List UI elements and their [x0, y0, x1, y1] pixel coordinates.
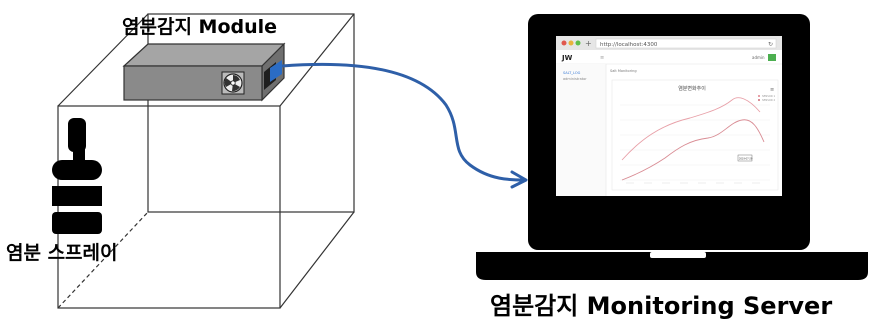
sensor-module: [122, 42, 286, 102]
breadcrumb: Salt Monitoring: [610, 69, 637, 73]
window-minimize-icon[interactable]: [568, 40, 574, 46]
chart-tooltip-text: 2019-07-29: [739, 158, 753, 161]
legend-item-2: SENSOR 2: [762, 98, 776, 102]
user-label[interactable]: admin: [752, 55, 765, 60]
spray-bottle: [52, 118, 102, 234]
window-close-icon[interactable]: [561, 40, 567, 46]
window-maximize-icon[interactable]: [575, 40, 581, 46]
chart-series-2: [621, 119, 765, 181]
server-label: 염분감지 Monitoring Server: [490, 292, 833, 320]
chart-menu-icon[interactable]: ≡: [770, 87, 774, 93]
address-bar[interactable]: [595, 38, 777, 49]
menu-toggle-icon[interactable]: ≡: [600, 55, 604, 61]
legend-item-1: SENSOR 1: [762, 94, 776, 98]
sidebar-item-admin[interactable]: administrator: [563, 77, 587, 81]
fan-icon: [221, 71, 245, 95]
user-avatar-icon[interactable]: [768, 54, 776, 61]
data-cable: [281, 62, 526, 182]
spray-label: 염분 스프레이: [6, 242, 118, 264]
chart-tooltip: [737, 154, 753, 162]
chamber-box: [57, 13, 355, 309]
browser-window: + http://localhost:4300 ↻ JW ≡ admin SAL…: [556, 36, 782, 196]
new-tab-icon[interactable]: +: [585, 39, 592, 48]
chart-legend: SENSOR 1 SENSOR 2: [758, 94, 776, 102]
app-logo[interactable]: JW: [561, 54, 573, 62]
chart-gridlines: [620, 104, 770, 181]
refresh-icon[interactable]: ↻: [768, 41, 773, 48]
chart-title: 염분변화추이: [678, 85, 706, 92]
chart-series-1: [621, 97, 761, 161]
connector-plug: [270, 60, 282, 82]
address-bar-url: http://localhost:4300: [600, 42, 658, 48]
sidebar-item-salt-log[interactable]: SALT_LOG: [563, 71, 581, 75]
module-label: 염분감지 Module: [122, 16, 278, 38]
arrow-head-icon: [510, 170, 528, 189]
